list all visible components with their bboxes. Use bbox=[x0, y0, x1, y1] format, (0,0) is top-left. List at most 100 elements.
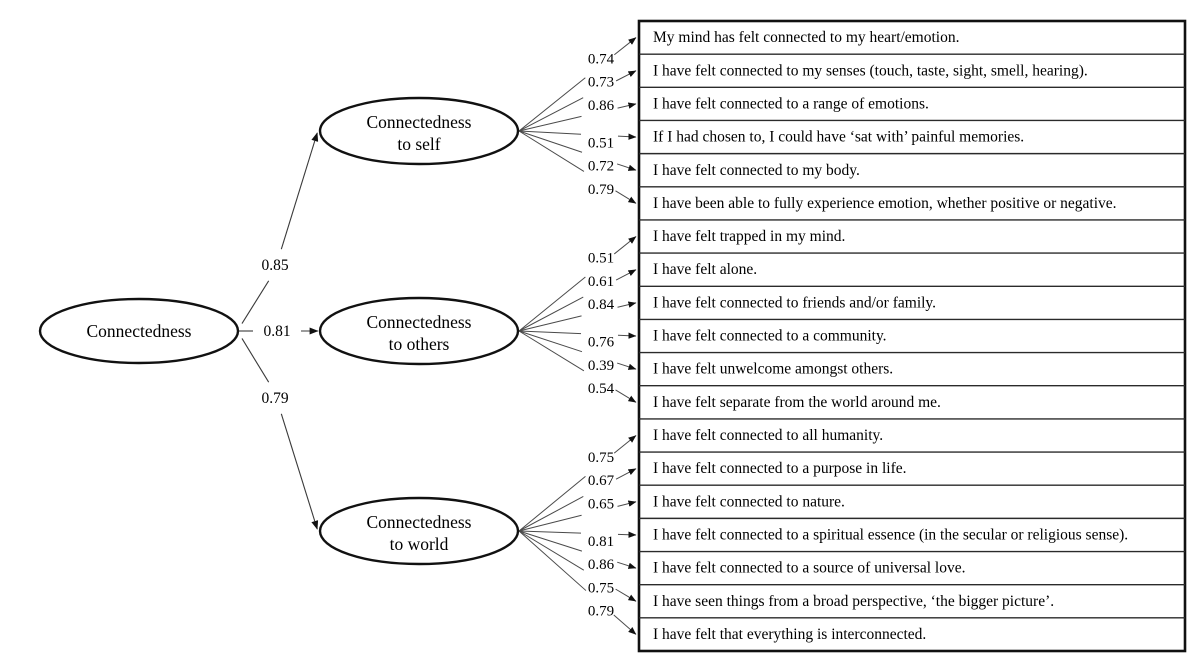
loading-path-arrow bbox=[617, 362, 637, 370]
factor-loading-value: 0.75 bbox=[588, 450, 614, 466]
structural-coefficient: 0.79 bbox=[261, 390, 288, 407]
item-statement: I have felt alone. bbox=[653, 261, 757, 278]
loading-path-arrow bbox=[617, 500, 637, 507]
item-statement: I have felt connected to a range of emot… bbox=[653, 95, 929, 112]
loading-path-arrow bbox=[617, 332, 637, 339]
factor-loading-value: 0.65 bbox=[588, 496, 614, 512]
latent-root-label: Connectedness bbox=[87, 321, 192, 341]
factor-loading-value: 0.81 bbox=[588, 534, 614, 550]
structural-coefficient: 0.81 bbox=[263, 323, 290, 340]
item-statement: I have felt unwelcome amongst others. bbox=[653, 361, 893, 378]
item-statement: I have felt that everything is interconn… bbox=[653, 626, 926, 643]
latent-factor-1-label-line1: Connectedness bbox=[367, 112, 472, 132]
latent-factor-3-ellipse bbox=[318, 496, 520, 566]
factor-loading-value: 0.39 bbox=[588, 358, 614, 374]
loading-path-segment bbox=[518, 530, 583, 552]
latent-factor-3-label-line1: Connectedness bbox=[367, 512, 472, 532]
loading-path-arrow bbox=[617, 301, 637, 308]
structural-path-arrow bbox=[280, 413, 319, 530]
item-box-layer: My mind has felt connected to my heart/e… bbox=[637, 19, 1187, 653]
factor-loading-value: 0.51 bbox=[588, 135, 614, 151]
loading-path-segment bbox=[518, 530, 585, 571]
factor-loading-value: 0.79 bbox=[588, 182, 614, 198]
loading-path-arrow bbox=[617, 531, 637, 538]
structural-path-arrow bbox=[280, 132, 319, 250]
item-statement: My mind has felt connected to my heart/e… bbox=[653, 29, 959, 46]
latent-factor-2-label-line2: to others bbox=[389, 334, 450, 354]
loading-path-segment bbox=[518, 276, 586, 332]
item-statement: I have been able to fully experience emo… bbox=[653, 195, 1117, 212]
loading-path-segment bbox=[518, 514, 582, 532]
item-statement: If I had chosen to, I could have ‘sat wi… bbox=[653, 129, 1024, 146]
structural-path-segment bbox=[241, 280, 270, 324]
loading-path-segment bbox=[518, 476, 586, 532]
loading-path-segment bbox=[518, 115, 582, 132]
loading-path-segment bbox=[518, 330, 583, 353]
loading-path-arrow bbox=[613, 236, 637, 255]
loading-path-arrow bbox=[616, 163, 637, 171]
latent-factor-2-label-line1: Connectedness bbox=[367, 312, 472, 332]
loading-path-segment bbox=[518, 130, 582, 135]
item-box-container bbox=[637, 19, 1187, 653]
factor-loading-value: 0.79 bbox=[588, 604, 614, 620]
loading-path-segment bbox=[518, 130, 583, 153]
factor-loading-value: 0.84 bbox=[588, 297, 615, 313]
latent-factor-2-ellipse bbox=[318, 296, 520, 366]
loading-path-segment bbox=[518, 296, 584, 332]
loading-path-arrow bbox=[615, 588, 637, 602]
item-statement: I have felt connected to all humanity. bbox=[653, 427, 883, 444]
loading-path-arrow bbox=[613, 614, 637, 635]
factor-loading-value: 0.54 bbox=[588, 381, 615, 397]
item-statement: I have felt connected to my body. bbox=[653, 162, 860, 179]
loading-path-arrow bbox=[615, 190, 637, 204]
latent-root-ellipse bbox=[38, 297, 240, 365]
factor-loading-value: 0.51 bbox=[588, 251, 614, 267]
factor-loading-value: 0.67 bbox=[588, 473, 615, 489]
factor-loading-value: 0.72 bbox=[588, 159, 614, 175]
loading-path-arrow bbox=[615, 70, 637, 82]
loading-path-layer bbox=[518, 37, 637, 635]
loading-path-segment bbox=[518, 530, 587, 591]
latent-factor-1-ellipse bbox=[318, 96, 520, 166]
loading-path-arrow bbox=[614, 37, 637, 56]
loading-path-arrow bbox=[613, 435, 637, 454]
loading-path-segment bbox=[518, 77, 586, 132]
factor-loading-value: 0.75 bbox=[588, 580, 614, 596]
loading-path-segment bbox=[518, 315, 582, 332]
item-statement: I have felt connected to a spiritual ess… bbox=[653, 527, 1128, 544]
loading-path-segment bbox=[518, 330, 585, 372]
loading-path-segment bbox=[518, 130, 585, 172]
item-statement: I have felt trapped in my mind. bbox=[653, 228, 845, 245]
structural-path-layer bbox=[239, 132, 319, 530]
loading-path-arrow bbox=[617, 133, 637, 140]
item-statement: I have felt connected to friends and/or … bbox=[653, 294, 936, 311]
item-statement: I have seen things from a broad perspect… bbox=[653, 593, 1054, 610]
latent-factor-1-label-line2: to self bbox=[397, 134, 440, 154]
loading-path-arrow bbox=[615, 468, 637, 480]
factor-loading-value: 0.76 bbox=[588, 335, 615, 351]
factor-loading-value: 0.73 bbox=[588, 75, 614, 91]
loading-path-segment bbox=[518, 496, 584, 532]
factor-loading-value: 0.61 bbox=[588, 274, 614, 290]
item-statement: I have felt connected to my senses (touc… bbox=[653, 62, 1088, 79]
item-statement: I have felt connected to nature. bbox=[653, 493, 845, 510]
item-statement: I have felt connected to a purpose in li… bbox=[653, 460, 907, 477]
loading-path-segment bbox=[518, 330, 582, 335]
structural-path-segment bbox=[241, 338, 270, 383]
loading-path-arrow bbox=[615, 269, 637, 281]
loading-path-arrow bbox=[615, 389, 637, 403]
item-statement: I have felt connected to a community. bbox=[653, 328, 887, 345]
latent-factor-3-label-line2: to world bbox=[390, 534, 449, 554]
loading-path-segment bbox=[518, 530, 582, 534]
loading-path-segment bbox=[518, 97, 584, 132]
structural-coefficient: 0.85 bbox=[261, 257, 288, 274]
item-statement: I have felt connected to a source of uni… bbox=[653, 560, 965, 577]
item-statement: I have felt separate from the world arou… bbox=[653, 394, 941, 411]
factor-loading-value: 0.86 bbox=[588, 557, 615, 573]
coefficient-label-layer: 0.85 0.81 0.79 0.74 0.73 0.86 0.51 0.72 0.79 0.51… bbox=[261, 51, 614, 619]
factor-loading-value: 0.74 bbox=[588, 51, 615, 67]
loading-path-arrow bbox=[617, 102, 637, 109]
